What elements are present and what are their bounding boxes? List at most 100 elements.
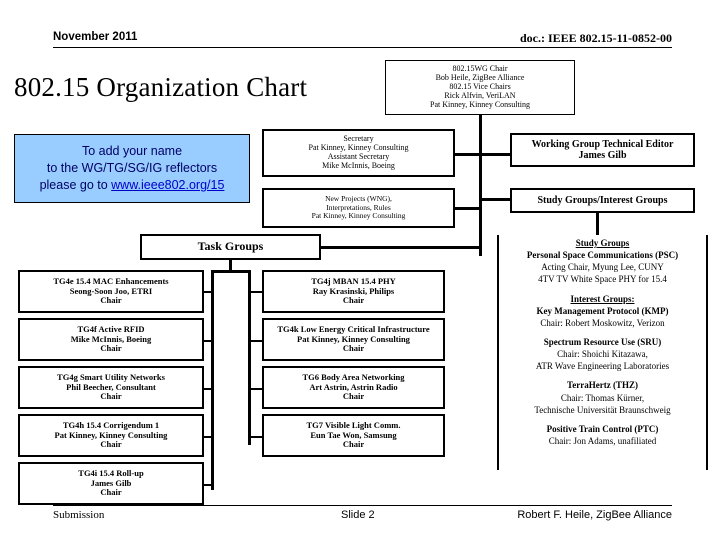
new-projects-line-2: Interpretations, Rules — [326, 202, 391, 212]
connector-tg4j-stub — [251, 291, 262, 293]
connector-secretary-link — [455, 153, 481, 156]
secretary-box: Secretary Pat Kinney, Kinney Consulting … — [262, 129, 455, 177]
tg4i-line-2: James Gilb — [90, 477, 132, 488]
tg4g-line-3: Chair — [100, 391, 122, 402]
tg4j-line-1: TG4j MBAN 15.4 PHY — [311, 276, 396, 287]
connector-taskgroups-mid-drop — [248, 270, 251, 445]
tg6-line-3: Chair — [342, 391, 365, 402]
tg7-line-2: Eun Tae Won, Samsung — [310, 429, 397, 440]
psc-chair: Acting Chair, Myung Lee, CUNY — [541, 262, 664, 273]
ptc-name: Positive Train Control (PTC) — [546, 423, 659, 434]
task-groups-header-label: Task Groups — [197, 239, 264, 254]
footer-author: Robert F. Heile, ZigBee Alliance — [517, 509, 672, 521]
connector-taskgroups-mid-bar — [229, 270, 251, 273]
tg7-line-3: Chair — [342, 439, 365, 450]
connector-taskgroups-left-drop — [211, 270, 214, 490]
tg4e-line-2: Seong-Soon Joo, ETRI — [69, 285, 153, 296]
tg4h-line-3: Chair — [100, 439, 122, 450]
tg4k-line-2: Pat Kinney, Kinney Consulting — [297, 333, 410, 344]
task-group-box-tg4g: TG4g Smart Utility Networks Phil Beecher… — [18, 366, 204, 409]
tg4k-line-1: TG4k Low Energy Critical Infrastructure — [277, 324, 430, 335]
sru-affiliation: ATR Wave Engineering Laboratories — [535, 361, 670, 372]
tg6-line-1: TG6 Body Area Networking — [302, 372, 405, 383]
psc-name: Personal Space Communications (PSC) — [526, 250, 679, 261]
study-interest-groups-panel: Study Groups Personal Space Communicatio… — [497, 235, 708, 470]
wg-chair-line-5: Pat Kinney, Kinney Consulting — [430, 99, 530, 109]
sru-chair: Chair: Shoichi Kitazawa, — [557, 349, 648, 360]
page-title: 802.15 Organization Chart — [14, 72, 308, 102]
connector-taskgroups-down — [229, 260, 232, 272]
thz-name: TerraHertz (THZ) — [567, 380, 638, 391]
tg4g-line-2: Phil Beecher, Consultant — [66, 381, 156, 392]
thz-affiliation: Technische Universität Braunschweig — [534, 404, 671, 415]
new-projects-line-1: New Projects (WNG), — [325, 194, 392, 204]
ieee802-reflector-link[interactable]: www.ieee802.org/15 — [111, 177, 225, 192]
tg4f-line-3: Chair — [100, 343, 122, 354]
connector-tg6-stub — [251, 388, 262, 390]
task-groups-header-box: Task Groups — [140, 234, 321, 260]
kmp-name: Key Management Protocol (KMP) — [536, 305, 669, 316]
reflector-note-box: To add your name to the WG/TG/SG/IG refl… — [14, 134, 250, 203]
wg-chair-line-1: 802.15WG Chair — [452, 64, 508, 74]
reflector-note-line-3: please go to www.ieee802.org/15 — [40, 177, 225, 194]
wg-chair-line-3: 802.15 Vice Chairs — [449, 82, 511, 92]
new-projects-box: New Projects (WNG), Interpretations, Rul… — [262, 188, 455, 228]
header-date: November 2011 — [53, 31, 138, 43]
tg4j-line-2: Ray Krasinski, Philips — [312, 285, 395, 296]
connector-sgig-down — [596, 213, 599, 235]
panel-spacer-2 — [499, 329, 706, 336]
task-group-box-tg4h: TG4h 15.4 Corrigendum 1 Pat Kinney, Kinn… — [18, 414, 204, 457]
task-group-box-tg4i: TG4i 15.4 Roll-up James Gilb Chair — [18, 462, 204, 505]
panel-spacer-4 — [499, 416, 706, 423]
tvws-phy-name: 4TV TV White Space PHY for 15.4 — [538, 274, 667, 285]
kmp-chair: Chair: Robert Moskowitz, Verizon — [540, 317, 665, 328]
tg4h-line-2: Pat Kinney, Kinney Consulting — [54, 429, 168, 440]
panel-spacer-3 — [499, 372, 706, 379]
panel-spacer-1 — [499, 286, 706, 293]
connector-tg4k-stub — [251, 340, 262, 342]
reflector-note-prefix: please go to — [39, 177, 112, 192]
footer-divider — [53, 505, 672, 506]
task-group-box-tg4f: TG4f Active RFID Mike McInnis, Boeing Ch… — [18, 318, 204, 361]
technical-editor-line-2: James Gilb — [578, 150, 627, 161]
tg4j-line-3: Chair — [342, 295, 365, 306]
secretary-line-2: Pat Kinney, Kinney Consulting — [308, 143, 409, 153]
task-group-box-tg4j: TG4j MBAN 15.4 PHY Ray Krasinski, Philip… — [262, 270, 445, 313]
study-interest-groups-header-label: Study Groups/Interest Groups — [537, 194, 668, 206]
tg4i-line-1: TG4i 15.4 Roll-up — [78, 468, 144, 479]
tg7-line-1: TG7 Visible Light Comm. — [306, 420, 401, 431]
header-document-number: doc.: IEEE 802.15-11-0852-00 — [519, 31, 672, 45]
wg-chair-line-4: Rick Alfvin, VeriLAN — [444, 90, 516, 100]
connector-tg4h-stub — [204, 436, 214, 438]
connector-tg4f-stub — [204, 340, 214, 342]
header-divider — [53, 47, 672, 48]
wg-chair-box: 802.15WG Chair Bob Heile, ZigBee Allianc… — [385, 60, 575, 115]
connector-task-groups-link — [321, 246, 481, 249]
footer-slide-number: Slide 2 — [341, 509, 375, 521]
study-groups-heading: Study Groups — [575, 238, 630, 248]
reflector-note-line-1: To add your name — [81, 144, 183, 159]
tg4f-line-1: TG4f Active RFID — [77, 324, 145, 335]
tg4g-line-1: TG4g Smart Utility Networks — [57, 372, 165, 383]
study-interest-groups-header-box: Study Groups/Interest Groups — [510, 188, 695, 213]
thz-chair: Chair: Thomas Kürner, — [560, 392, 645, 403]
ptc-chair: Chair: Jon Adams, unafiliated — [548, 435, 657, 446]
interest-groups-heading: Interest Groups: — [570, 293, 635, 304]
technical-editor-line-1: Working Group Technical Editor — [531, 138, 674, 150]
secretary-line-3: Assistant Secretary — [327, 152, 390, 161]
footer-submission-label: Submission — [53, 509, 105, 521]
tg4f-line-2: Mike McInnis, Boeing — [70, 333, 152, 344]
connector-tech-editor-link — [479, 153, 511, 156]
secretary-line-4: Mike McInnis, Boeing — [322, 160, 395, 170]
tg4k-line-3: Chair — [342, 343, 365, 354]
tg4e-line-1: TG4e 15.4 MAC Enhancements — [53, 276, 169, 287]
wg-chair-line-2: Bob Heile, ZigBee Alliance — [435, 73, 525, 83]
tg4i-line-3: Chair — [100, 487, 122, 498]
connector-tg4e-stub — [204, 291, 214, 293]
connector-tg7-stub — [251, 436, 262, 438]
tg6-line-2: Art Astrin, Astrin Radio — [309, 381, 398, 392]
tg4h-line-1: TG4h 15.4 Corrigendum 1 — [62, 420, 160, 431]
reflector-note-line-2: to the WG/TG/SG/IG reflectors — [46, 161, 218, 176]
sru-name: Spectrum Resource Use (SRU) — [543, 336, 662, 347]
